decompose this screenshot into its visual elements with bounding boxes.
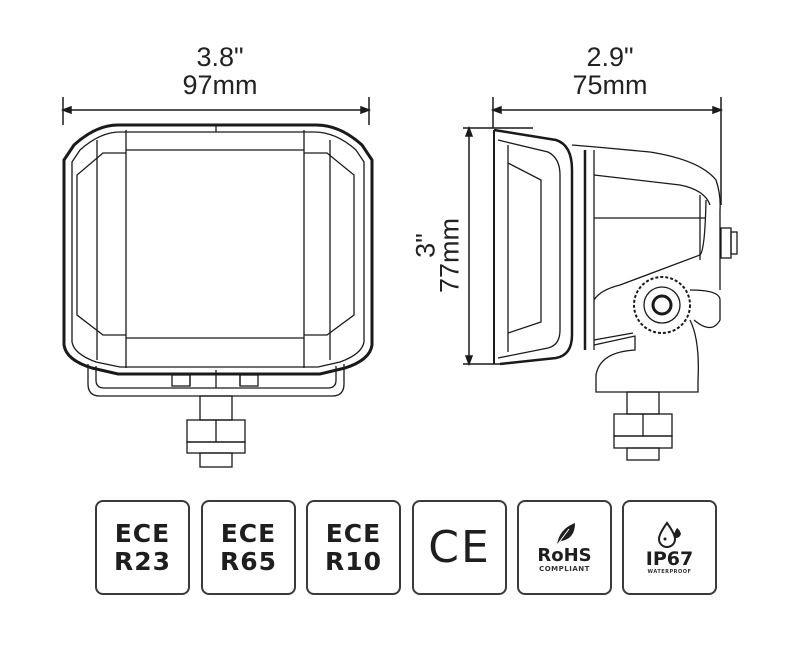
badge-code: R65 (219, 546, 278, 576)
front-width-inches: 3.8" (196, 42, 244, 72)
badge-ece-r23: ECE R23 (95, 500, 190, 595)
badge-rohs: RoHS COMPLIANT (517, 500, 612, 595)
badge-ece-r65: ECE R65 (201, 500, 296, 595)
front-width-mm: 97mm (182, 70, 258, 100)
ip67-mark: IP67 (645, 547, 694, 570)
rohs-sub: COMPLIANT (539, 565, 590, 573)
ip67-sub: WATERPROOF (647, 568, 692, 575)
side-depth-dimension-line (490, 97, 724, 205)
front-view (62, 123, 374, 468)
badge-ece-r10: ECE R10 (306, 500, 401, 595)
rohs-mark: RoHS (537, 545, 592, 566)
front-width-dimension-line (60, 97, 372, 125)
leaf-icon (556, 523, 575, 546)
side-height-dimension-line (463, 125, 533, 367)
badge-ip67: IP67 WATERPROOF (622, 500, 717, 595)
side-depth-mm: 75mm (572, 70, 648, 100)
badge-code: R23 (113, 546, 172, 576)
badge-label: ECE (220, 518, 277, 548)
badge-label: ECE (114, 518, 171, 548)
badge-code: R10 (324, 546, 383, 576)
badge-ce: CE (412, 500, 507, 595)
water-drop-icon (657, 520, 681, 548)
badge-label: ECE (325, 518, 382, 548)
ce-mark: CE (428, 521, 491, 573)
side-depth-inches: 2.9" (586, 42, 634, 72)
side-view (493, 128, 738, 461)
